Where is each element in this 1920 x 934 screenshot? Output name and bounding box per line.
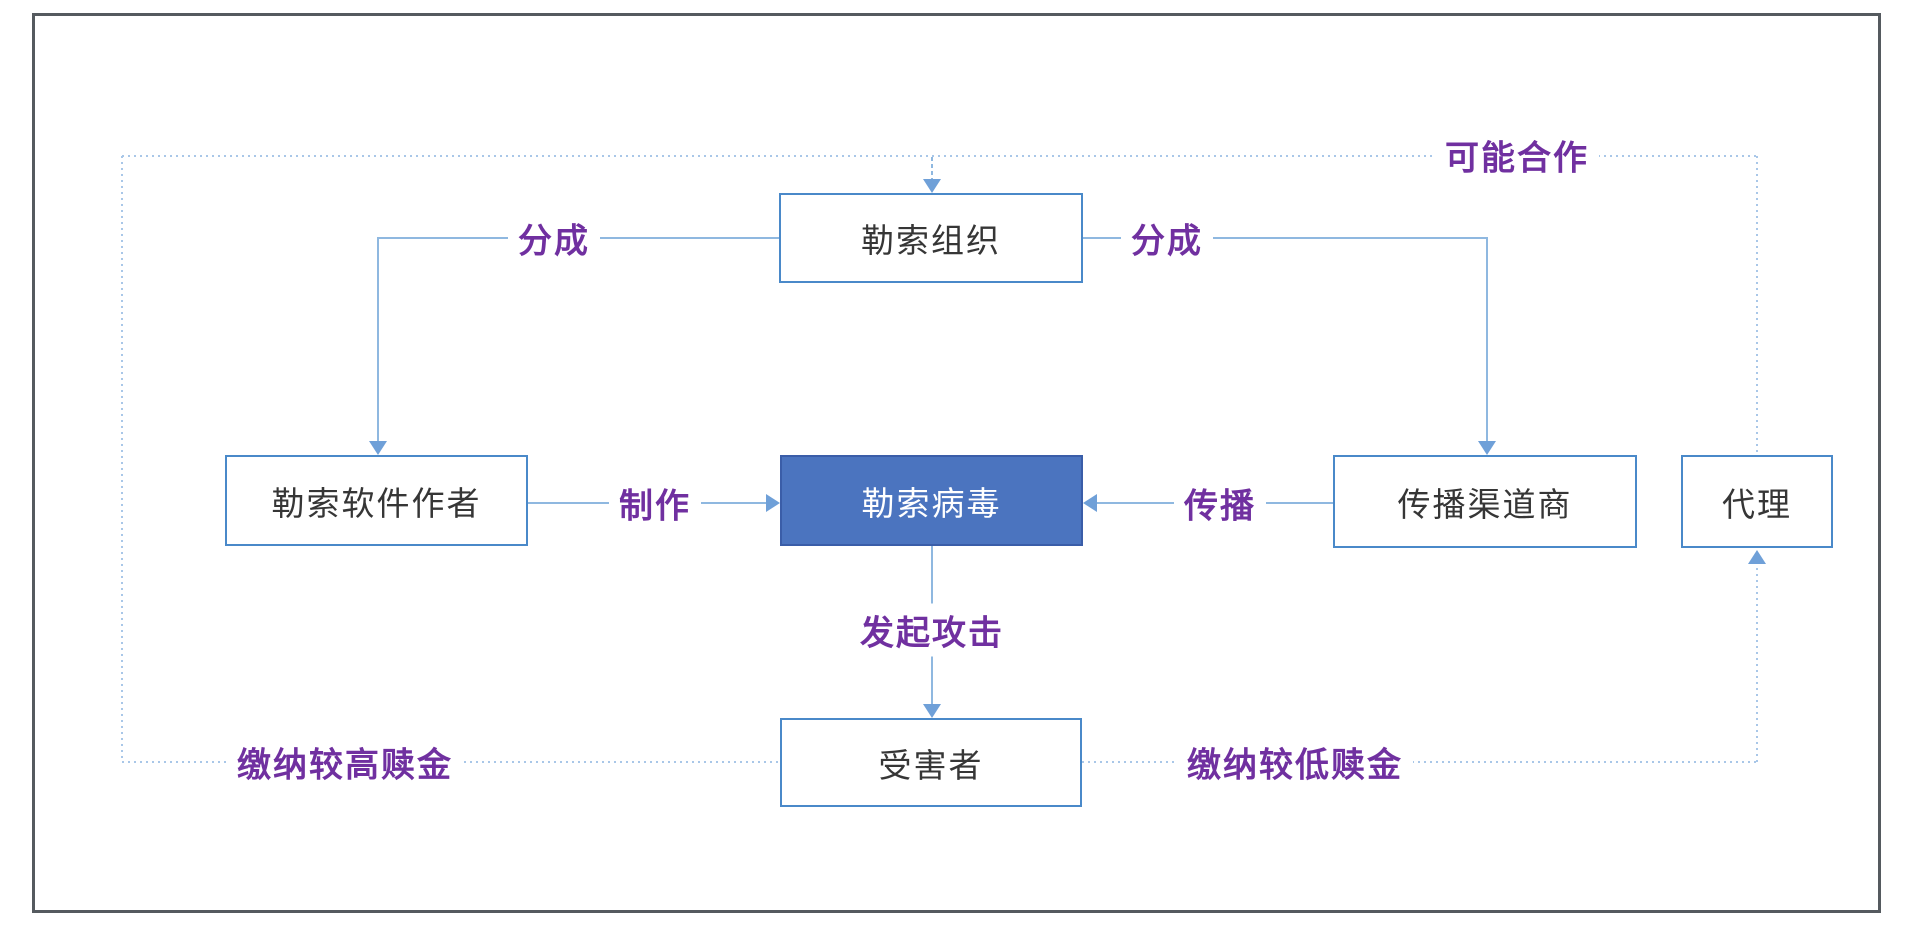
node-ransom-virus-label: 勒索病毒 (861, 484, 1002, 522)
edge-label-share-right: 分成 (1121, 211, 1213, 265)
node-agent: 代理 (1681, 455, 1833, 548)
share-right-elbow (1083, 237, 1488, 446)
node-agent-label: 代理 (1722, 485, 1792, 523)
edge-label-launch-attack: 发起攻击 (850, 603, 1014, 657)
node-ransomware-author: 勒索软件作者 (225, 455, 528, 546)
edge-label-pay-higher-ransom: 缴纳较高赎金 (227, 735, 463, 789)
node-distribution-channel: 传播渠道商 (1333, 455, 1637, 548)
node-ransom-org-label: 勒索组织 (861, 222, 1001, 259)
edge-label-possible-cooperation: 可能合作 (1435, 128, 1599, 182)
arrow-into-agent-bottom (1748, 550, 1766, 564)
arrow-into-virus-right (1083, 494, 1097, 512)
node-ransom-org: 勒索组织 (779, 193, 1083, 283)
node-distribution-channel-label: 传播渠道商 (1397, 485, 1573, 523)
node-victim-label: 受害者 (878, 746, 984, 784)
arrow-into-victim (923, 704, 941, 718)
arrow-into-virus-left (766, 494, 780, 512)
edge-label-create: 制作 (609, 476, 701, 530)
node-victim: 受害者 (780, 718, 1082, 807)
node-ransom-virus: 勒索病毒 (780, 455, 1083, 546)
arrow-into-channel (1478, 441, 1496, 455)
node-ransomware-author-label: 勒索软件作者 (271, 484, 482, 522)
arrow-into-author (369, 441, 387, 455)
edge-label-share-left: 分成 (508, 211, 600, 265)
outer-frame (32, 13, 1881, 913)
share-left-elbow (377, 237, 779, 446)
edge-label-pay-lower-ransom: 缴纳较低赎金 (1177, 735, 1413, 789)
edge-label-spread: 传播 (1174, 476, 1266, 530)
arrow-into-org (923, 179, 941, 193)
